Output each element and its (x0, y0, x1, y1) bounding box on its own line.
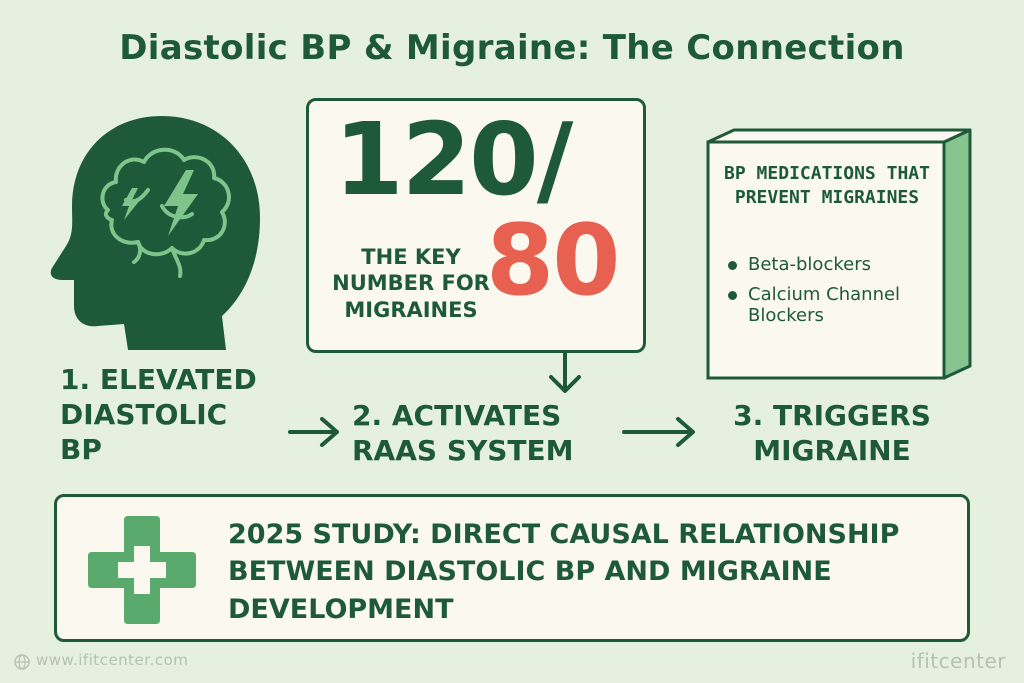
medications-list: Beta-blockers Calcium Channel Blockers (722, 254, 932, 335)
systolic-value: 120/ (334, 101, 573, 218)
globe-icon (14, 654, 30, 670)
arrow-right-icon (288, 417, 339, 447)
diastolic-value: 80 (486, 204, 620, 318)
medication-box (706, 128, 972, 380)
lightning-icon (122, 170, 198, 236)
footer-url: www.ifitcenter.com (36, 651, 189, 669)
medication-item: Beta-blockers (722, 254, 932, 276)
medication-label: Calcium Channel Blockers (748, 283, 901, 327)
medication-item: Calcium Channel Blockers (722, 284, 932, 327)
study-statement: 2025 STUDY: DIRECT CAUSAL RELATIONSHIP B… (228, 519, 900, 625)
bullet-icon (728, 261, 737, 270)
study-card (54, 494, 970, 642)
medications-title: BP MEDICATIONS THAT PREVENT MIGRAINES (724, 163, 930, 208)
medication-label: Beta-blockers (748, 254, 871, 275)
footer-brand-logo: ifitcenter (910, 649, 1006, 673)
step-3-label: 3. TRIGGERS MIGRAINE (733, 399, 931, 467)
page-title: Diastolic BP & Migraine: The Connection (119, 28, 905, 68)
step-1-label: 1. ELEVATED DIASTOLIC BP (60, 363, 257, 466)
key-number-caption: THE KEY NUMBER FOR MIGRAINES (332, 245, 490, 322)
arrow-down-icon (549, 350, 581, 393)
key-number-card (306, 98, 646, 353)
head-brain-icon (50, 116, 260, 350)
medical-cross-icon (88, 516, 196, 624)
step-2-label: 2. ACTIVATES RAAS SYSTEM (352, 399, 574, 467)
arrow-right-icon (622, 417, 695, 447)
bullet-icon (728, 290, 737, 300)
